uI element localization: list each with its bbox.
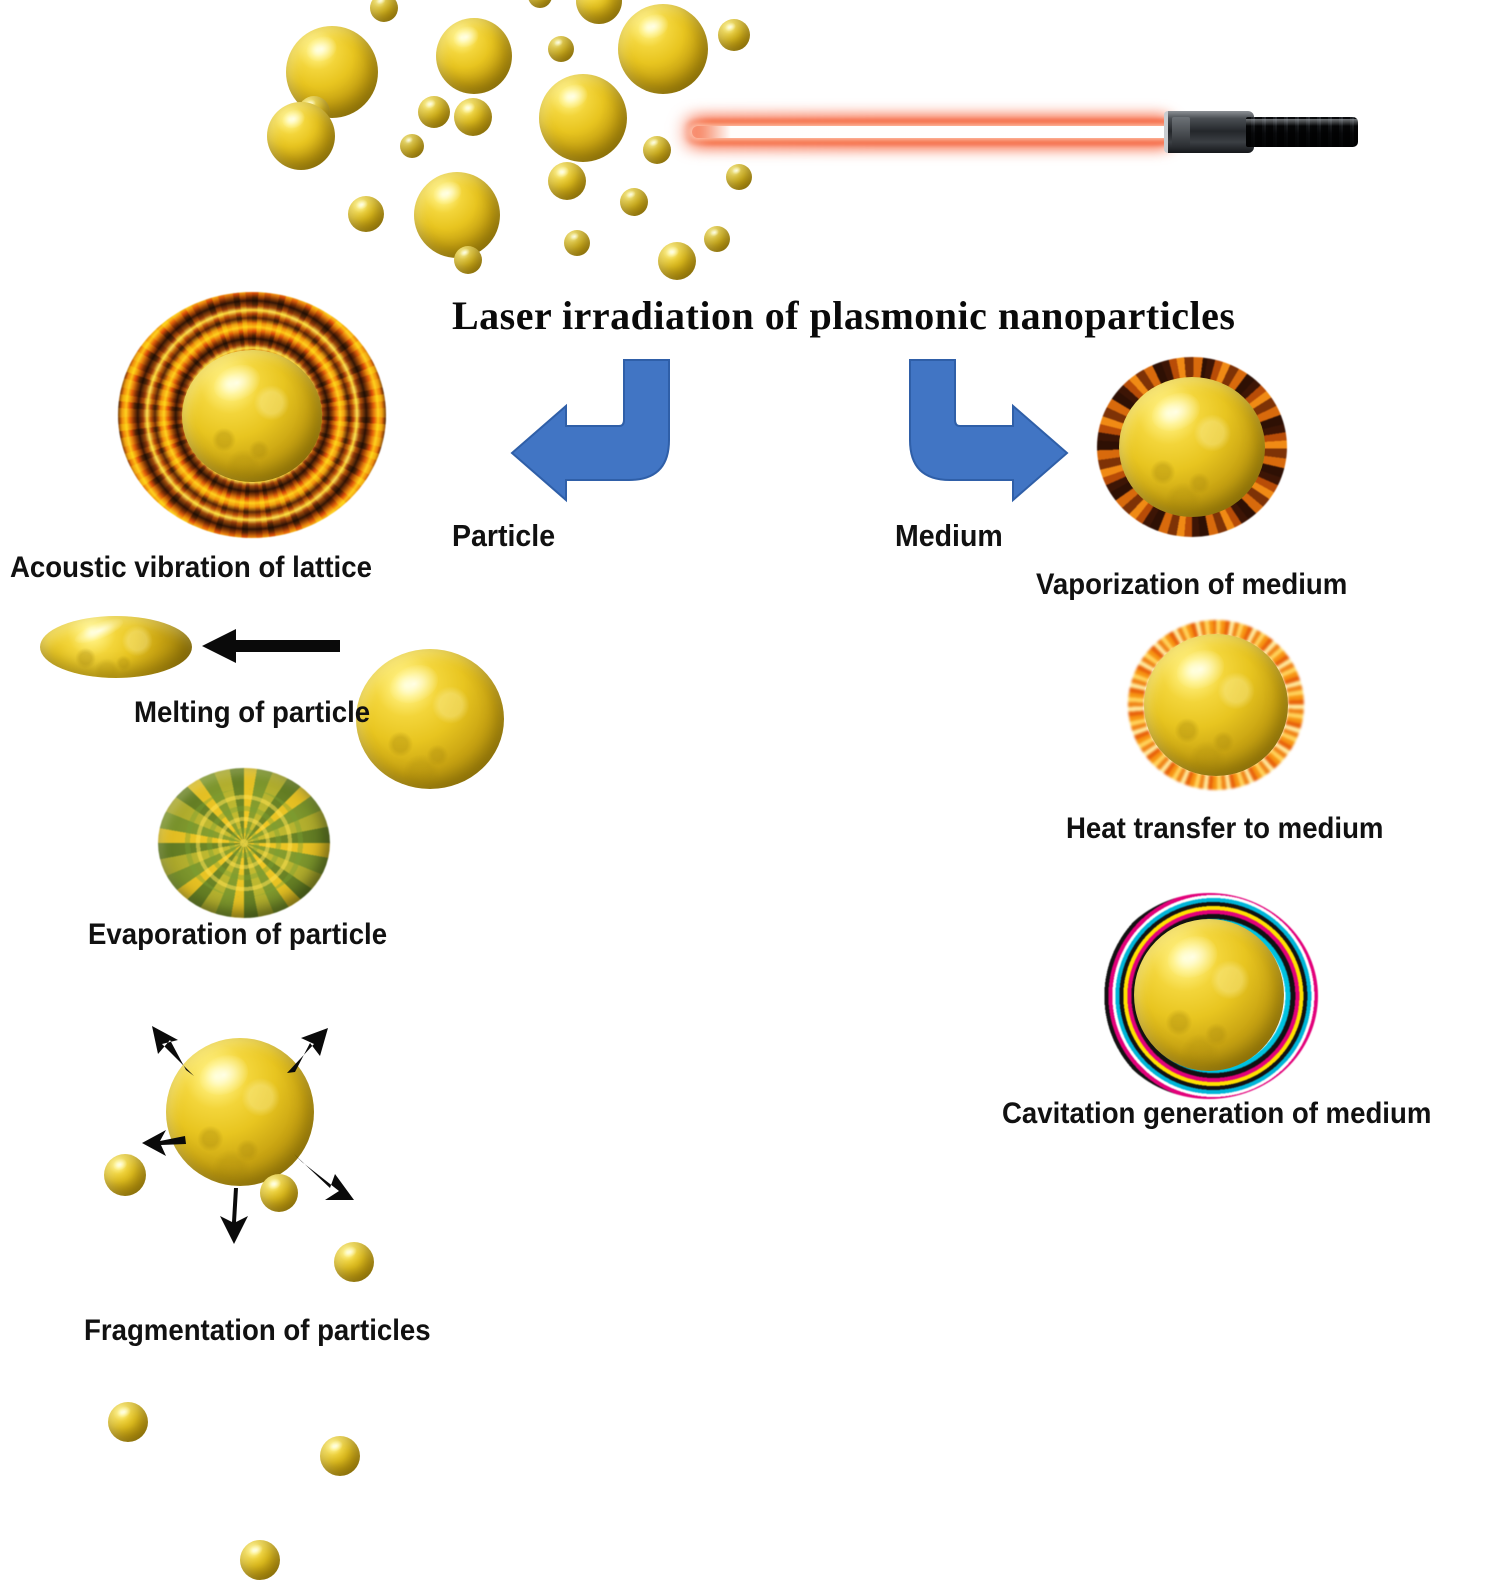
nanoparticle — [643, 136, 671, 164]
evaporation-sphere — [158, 768, 330, 918]
figure-canvas: Laser irradiation of plasmonic nanoparti… — [0, 0, 1500, 1358]
nanoparticle — [400, 134, 424, 158]
fragmentation-arrows-icon — [142, 1026, 354, 1244]
nanoparticle — [436, 18, 512, 94]
laser-beam-core — [692, 126, 1178, 138]
left-step-label-2: Evaporation of particle — [88, 918, 388, 951]
nanoparticle — [718, 19, 750, 51]
branch-arrow-left-icon — [510, 359, 670, 503]
nanoparticle — [548, 162, 586, 200]
fragment-sphere — [334, 1242, 374, 1282]
nanoparticle — [414, 172, 500, 258]
nanoparticle — [658, 242, 696, 280]
gold-sphere — [1119, 377, 1265, 517]
fragmentation-diagram — [82, 978, 388, 1580]
gold-sphere — [182, 350, 322, 482]
left-step-label-0: Acoustic vibration of lattice — [10, 551, 372, 584]
nanoparticle — [418, 96, 450, 128]
right-step-label-2: Cavitation generation of medium — [1002, 1097, 1432, 1130]
laser-pointer — [676, 101, 1358, 163]
cavitation-icon — [1100, 893, 1318, 1099]
evaporation-icon — [158, 768, 330, 918]
fragment-sphere — [240, 1540, 280, 1580]
branch-label-medium: Medium — [895, 518, 1003, 553]
nanoparticle — [548, 36, 574, 62]
branch-arrow-right-icon — [909, 359, 1069, 503]
nanoparticle — [726, 164, 752, 190]
nanoparticle — [539, 74, 627, 162]
nanoparticle — [564, 230, 590, 256]
left-step-label-3: Fragmentation of particles — [84, 1314, 431, 1347]
nanoparticle — [618, 4, 708, 94]
gold-sphere — [1144, 634, 1288, 776]
gold-sphere — [1134, 919, 1284, 1071]
nanoparticle — [348, 196, 384, 232]
fragmentation-core-sphere — [166, 1038, 314, 1186]
gold-sphere-before-melting — [356, 649, 504, 789]
right-step-label-1: Heat transfer to medium — [1066, 812, 1384, 845]
fragment-sphere — [260, 1174, 298, 1212]
nanoparticle — [576, 0, 622, 24]
nanoparticle — [620, 188, 648, 216]
nanoparticle — [370, 0, 398, 22]
nanoparticle — [267, 102, 335, 170]
gold-nanoparticle-cloud — [258, 0, 758, 280]
fragment-sphere — [320, 1436, 360, 1476]
branch-label-particle: Particle — [452, 518, 556, 553]
figure-title: Laser irradiation of plasmonic nanoparti… — [452, 293, 1236, 338]
laser-emitter-head — [1164, 111, 1254, 153]
nanoparticle — [454, 246, 482, 274]
nanoparticle — [704, 226, 730, 252]
acoustic-vibration-icon — [118, 292, 386, 538]
laser-handle-grip — [1246, 117, 1358, 147]
right-step-label-0: Vaporization of medium — [1036, 568, 1348, 601]
nanoparticle — [454, 98, 492, 136]
melting-arrow-icon — [202, 629, 340, 663]
left-step-label-1: Melting of particle — [134, 696, 371, 729]
vaporization-icon — [1097, 357, 1287, 537]
melted-gold-droplet — [40, 616, 192, 678]
heat-transfer-icon — [1128, 620, 1304, 790]
fragment-sphere — [108, 1402, 148, 1442]
melting-diagram — [40, 592, 540, 789]
fragment-sphere — [104, 1154, 146, 1196]
nanoparticle — [528, 0, 552, 8]
